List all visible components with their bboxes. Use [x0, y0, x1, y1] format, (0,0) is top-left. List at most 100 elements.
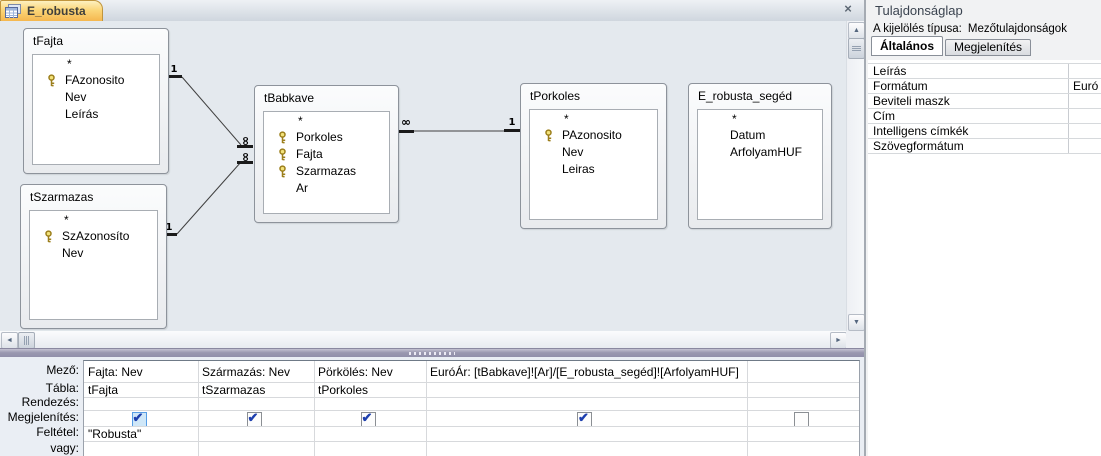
grid-criteria-cell[interactable]: "Robusta"	[88, 427, 142, 441]
property-tab-display[interactable]: Megjelenítés	[945, 39, 1032, 56]
grid-field-cell[interactable]: EuróÁr: [tBabkave]![Ar]/[E_robusta_segéd…	[430, 365, 739, 379]
grid-show-cell[interactable]	[84, 411, 194, 426]
show-checkbox-checked[interactable]	[131, 411, 147, 426]
field-row-Fajta[interactable]: Fajta	[264, 146, 389, 163]
relationship-lines-layer: 1∞1∞∞1	[161, 64, 520, 236]
field-name: Nev	[562, 145, 584, 159]
splitter-grip-dots	[409, 352, 455, 355]
primary-key-icon	[277, 165, 288, 183]
field-row-asterisk[interactable]: *	[33, 57, 159, 72]
grid-criteria-cell[interactable]	[314, 427, 426, 441]
close-icon[interactable]: ×	[844, 1, 852, 16]
field-row-SzAzonosíto[interactable]: SzAzonosíto	[30, 228, 157, 245]
grid-field-cell[interactable]	[747, 362, 859, 382]
field-row-Porkoles[interactable]: Porkoles	[264, 129, 389, 146]
grid-or-cell[interactable]	[314, 442, 426, 456]
query-grid[interactable]: Fajta: Nev tFajta "Robusta" Származás: Nev t…	[83, 360, 860, 456]
grid-show-cell[interactable]	[314, 411, 422, 426]
grid-table-cell[interactable]: tFajta	[88, 383, 119, 397]
property-value[interactable]: Euró	[1068, 79, 1101, 93]
grid-show-cell[interactable]	[198, 411, 310, 426]
grid-sort-cell[interactable]	[314, 398, 426, 410]
grid-sort-cell[interactable]	[198, 398, 314, 410]
show-checkbox-unchecked[interactable]	[793, 412, 809, 426]
cardinality-many-label: ∞	[239, 152, 253, 162]
field-row-asterisk[interactable]: *	[30, 213, 157, 228]
field-row-PAzonosito[interactable]: PAzonosito	[530, 127, 657, 144]
field-row-Nev[interactable]: Nev	[530, 144, 657, 161]
scroll-right-button[interactable]: ►	[830, 332, 847, 349]
grid-sort-cell[interactable]	[426, 398, 747, 410]
field-row-Datum[interactable]: Datum	[698, 127, 822, 144]
scroll-down-button[interactable]: ▼	[848, 314, 865, 331]
table-name: E_robusta_segéd	[698, 89, 793, 103]
grid-vline	[198, 361, 199, 456]
show-checkbox-checked[interactable]	[360, 411, 376, 426]
grid-field-cell[interactable]: Származás: Nev	[202, 365, 291, 379]
tab-e-robusta[interactable]: E_robusta	[0, 0, 103, 21]
grid-sort-cell[interactable]	[84, 398, 198, 410]
field-row-Ar[interactable]: Ar	[264, 180, 389, 197]
field-name: *	[564, 112, 569, 126]
grid-field-cell[interactable]: Pörkölés: Nev	[318, 365, 393, 379]
relationship-line[interactable]	[176, 161, 242, 235]
scroll-left-button[interactable]: ◄	[1, 332, 18, 349]
grid-table-cell[interactable]	[426, 383, 747, 397]
primary-key-icon	[46, 74, 57, 92]
horizontal-scrollbar[interactable]: ◄ ►	[0, 331, 847, 349]
show-checkbox-checked[interactable]	[246, 411, 262, 426]
field-name: *	[67, 57, 72, 71]
property-value[interactable]	[1068, 139, 1101, 153]
field-row-Leiras[interactable]: Leiras	[530, 161, 657, 178]
vertical-scrollbar[interactable]: ▲ ▼	[846, 21, 865, 331]
field-row-Nev[interactable]: Nev	[33, 89, 159, 106]
cardinality-one-label: 1	[166, 222, 173, 233]
field-row-Nev[interactable]: Nev	[30, 245, 157, 262]
relationship-line[interactable]	[181, 76, 242, 146]
grid-table-cell[interactable]: tPorkoles	[318, 383, 369, 397]
grid-table-cell[interactable]	[747, 383, 859, 397]
grid-criteria-cell[interactable]	[198, 427, 314, 441]
field-name: Nev	[65, 90, 87, 104]
vertical-scroll-thumb[interactable]	[848, 38, 865, 59]
grid-show-cell[interactable]	[747, 411, 855, 426]
property-value[interactable]	[1068, 109, 1101, 123]
field-name: Nev	[62, 246, 84, 260]
grid-hline	[84, 441, 859, 442]
grid-row-label-6: vagy:	[50, 441, 79, 455]
field-name: *	[732, 112, 737, 126]
horizontal-scroll-thumb[interactable]	[18, 332, 35, 349]
grid-or-cell[interactable]	[426, 442, 747, 456]
field-name: SzAzonosíto	[62, 229, 130, 243]
grid-field-cell[interactable]: Fajta: Nev	[88, 365, 143, 379]
property-value[interactable]	[1068, 94, 1101, 108]
grid-or-cell[interactable]	[747, 442, 859, 456]
property-value[interactable]	[1068, 124, 1101, 138]
grid-vline	[747, 361, 748, 456]
pane-splitter[interactable]	[0, 348, 864, 358]
field-row-asterisk[interactable]: *	[264, 114, 389, 129]
field-row-asterisk[interactable]: *	[530, 112, 657, 127]
field-row-ArfolyamHUF[interactable]: ArfolyamHUF	[698, 144, 822, 161]
field-row-asterisk[interactable]: *	[698, 112, 822, 127]
property-value[interactable]	[1068, 64, 1101, 78]
field-row-FAzonosito[interactable]: FAzonosito	[33, 72, 159, 89]
grid-sort-cell[interactable]	[747, 398, 859, 410]
grid-criteria-cell[interactable]	[747, 427, 859, 441]
grid-criteria-cell[interactable]	[426, 427, 747, 441]
show-checkbox-checked[interactable]	[577, 411, 592, 426]
grid-or-cell[interactable]	[84, 442, 198, 456]
grid-or-cell[interactable]	[198, 442, 314, 456]
field-row-Leírás[interactable]: Leírás	[33, 106, 159, 123]
scroll-up-button[interactable]: ▲	[848, 22, 865, 39]
grid-table-cell[interactable]: tSzarmazas	[202, 383, 266, 397]
property-tab-general[interactable]: Általános	[871, 36, 944, 56]
field-row-Szarmazas[interactable]: Szarmazas	[264, 163, 389, 180]
grid-show-cell[interactable]	[426, 411, 743, 426]
